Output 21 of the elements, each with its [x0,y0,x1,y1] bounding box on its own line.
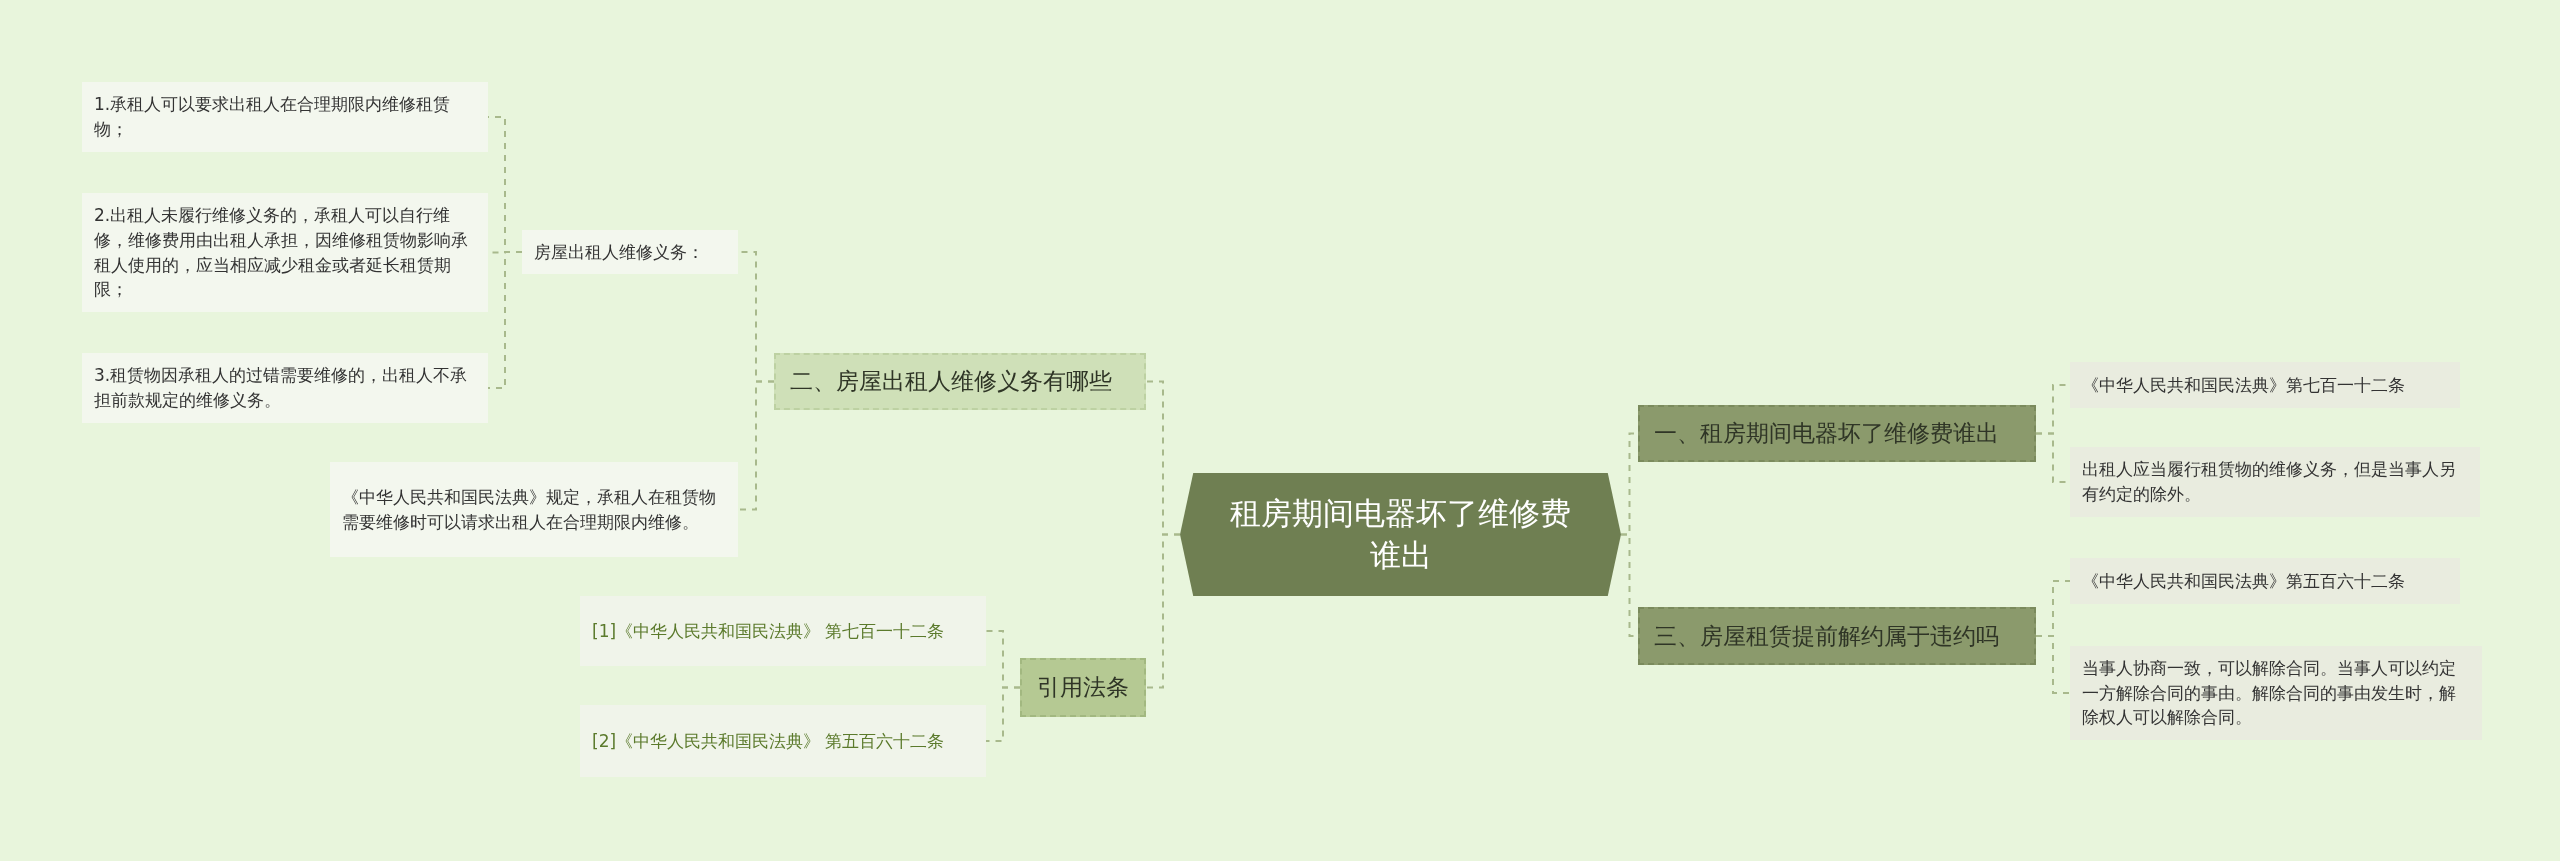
connector-line [737,380,775,511]
topic-box: 二、房屋出租人维修义务有哪些 [774,353,1146,410]
text-card: 房屋出租人维修义务： [522,230,738,274]
text-card: 出租人应当履行租赁物的维修义务，但是当事人另有约定的除外。 [2070,447,2480,517]
topic-box: 一、租房期间电器坏了维修费谁出 [1638,405,2036,462]
citation-card: [1]《中华人民共和国民法典》 第七百一十二条 [580,596,986,666]
text-card: 《中华人民共和国民法典》规定，承租人在租赁物需要维修时可以请求出租人在合理期限内维修。 [330,462,738,557]
text-card: 1.承租人可以要求出租人在合理期限内维修租赁物； [82,82,488,152]
text-card: 当事人协商一致，可以解除合同。当事人可以约定一方解除合同的事由。解除合同的事由发生时，解除权人可以解除合同。 [2070,646,2482,740]
text-card: 2.出租人未履行维修义务的，承租人可以自行维修，维修费用由出租人承担，因维修租赁物影响承租人使用的，应当相应减少租金或者延长租赁期限； [82,193,488,312]
connector-line [985,686,1021,742]
text-card: 3.租赁物因承租人的过错需要维修的，出租人不承担前款规定的维修义务。 [82,353,488,423]
connector-line [487,251,523,389]
central-topic: 租房期间电器坏了维修费谁出 [1180,473,1621,596]
text-card: 《中华人民共和国民法典》第五百六十二条 [2070,558,2460,604]
text-card: 《中华人民共和国民法典》第七百一十二条 [2070,362,2460,408]
topic-box: 引用法条 [1020,658,1146,717]
connector-line [1145,533,1181,689]
citation-card: [2]《中华人民共和国民法典》 第五百六十二条 [580,705,986,777]
topic-box: 三、房屋租赁提前解约属于违约吗 [1638,607,2036,665]
connector-line [2035,635,2071,694]
